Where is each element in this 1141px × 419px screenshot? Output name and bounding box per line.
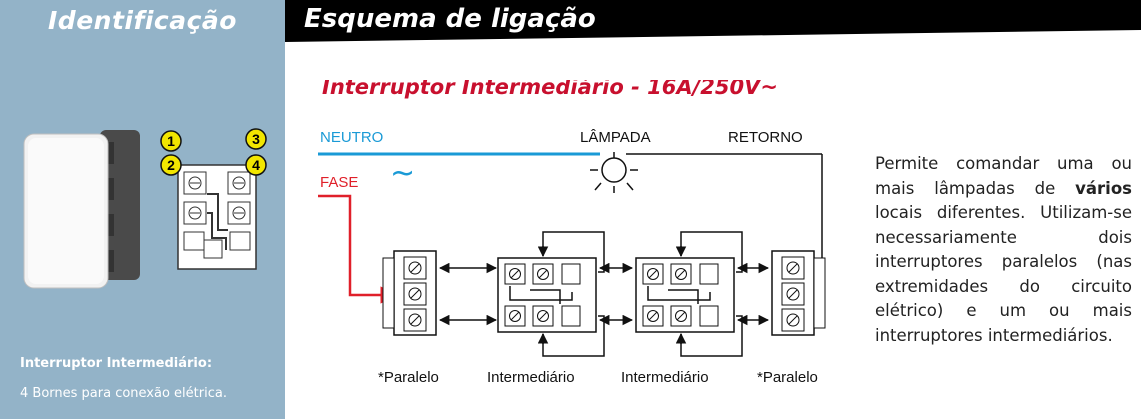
- terminal-badge-2: 2: [160, 154, 182, 176]
- switch-product-image: [23, 130, 140, 289]
- retorno-label: RETORNO: [728, 129, 803, 146]
- label-paralelo-right: *Paralelo: [757, 369, 818, 386]
- fase-label: FASE: [320, 174, 358, 191]
- identification-title: Identificação: [48, 6, 237, 35]
- header-wedge: [285, 30, 1141, 80]
- fase-line: [318, 194, 398, 304]
- neutro-label: NEUTRO: [320, 129, 383, 146]
- lampada-label: LÂMPADA: [580, 129, 651, 146]
- description-bold: vários: [1075, 178, 1132, 198]
- description-part-1: Permite comandar uma ou mais lâmpadas de: [875, 154, 1132, 198]
- switch-intermediario-1: [497, 257, 597, 333]
- label-intermediario-2: Intermediário: [621, 369, 709, 386]
- switch-paralelo-right: [771, 250, 826, 336]
- lamp-icon: [590, 152, 638, 193]
- switch-caption-text: 4 Bornes para conexão elétrica.: [20, 386, 227, 401]
- switch-paralelo-left: [382, 250, 437, 336]
- connecting-wires: [438, 231, 770, 357]
- svg-text:1: 1: [167, 133, 175, 149]
- ac-symbol: ~: [390, 156, 415, 191]
- terminal-badge-3: 3: [245, 128, 267, 150]
- svg-text:3: 3: [252, 131, 260, 147]
- description-part-2: locais diferentes. Utilizam-se necessari…: [875, 203, 1132, 345]
- label-intermediario-1: Intermediário: [487, 369, 575, 386]
- terminal-block-image: [177, 164, 257, 270]
- terminal-badge-4: 4: [245, 154, 267, 176]
- page-title: Esquema de ligação: [304, 4, 596, 34]
- switch-intermediario-2: [635, 257, 735, 333]
- description-text: Permite comandar uma ou mais lâmpadas de…: [875, 152, 1132, 348]
- switch-caption-title: Interruptor Intermediário:: [20, 356, 213, 371]
- svg-text:4: 4: [252, 157, 260, 173]
- svg-text:2: 2: [167, 157, 175, 173]
- label-paralelo-left: *Paralelo: [378, 369, 439, 386]
- terminal-badge-1: 1: [160, 130, 182, 152]
